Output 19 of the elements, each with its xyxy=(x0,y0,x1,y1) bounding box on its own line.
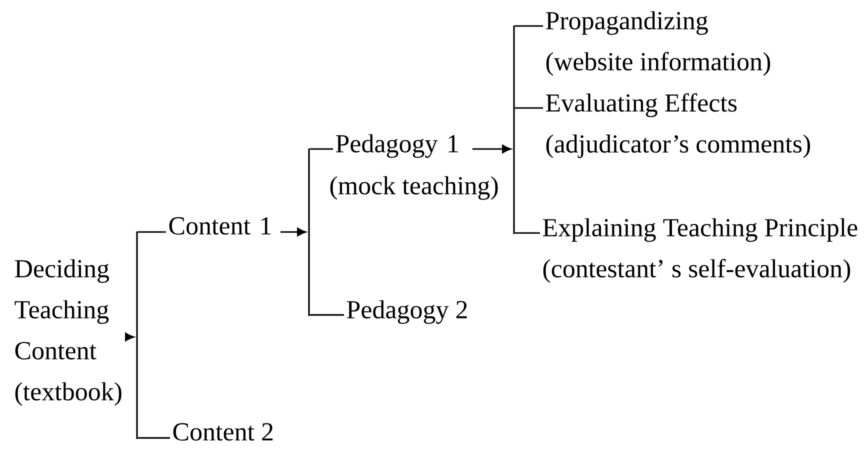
text-label: Pedagogy 2 xyxy=(346,300,467,324)
connector-line xyxy=(310,314,344,316)
arrow xyxy=(472,144,512,154)
text-label: Propagandizing (website information) xyxy=(546,11,770,76)
connector-line xyxy=(138,437,170,439)
text-label: Pedagogy 1 xyxy=(336,134,458,158)
connector-line xyxy=(515,25,543,27)
text-label: Explaining Teaching Principle (contestant’ s self-evaluation) xyxy=(542,218,858,283)
caption-text: (mock teaching) xyxy=(330,176,498,200)
connector-line xyxy=(515,107,543,109)
text-label: Content 2 xyxy=(173,423,273,441)
connector-line xyxy=(138,231,166,233)
arrow xyxy=(125,332,134,342)
connector-line xyxy=(310,148,333,150)
arrow xyxy=(280,228,306,236)
text-label: Deciding Teaching Content (textbook) xyxy=(14,259,122,406)
connector-line xyxy=(515,232,540,234)
text-label: Evaluating Effects (adjudicator’s comments) xyxy=(546,93,810,158)
text-label: Content 1 xyxy=(169,217,271,235)
